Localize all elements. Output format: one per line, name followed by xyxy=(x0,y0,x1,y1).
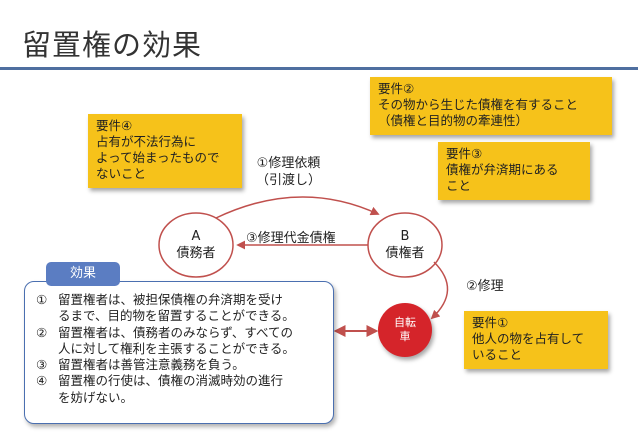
effect-number: ③ xyxy=(36,357,48,373)
requirement-4-note: 要件④ 占有が不法行為に よって始まったもので ないこと xyxy=(88,114,242,188)
bicycle-circle: 自転 車 xyxy=(378,303,432,357)
effect-text: 留置権者は、債務者のみならず、すべての 人に対して権利を主張することができる。 xyxy=(58,325,336,358)
party-a-circle xyxy=(158,212,234,278)
requirement-4-line: ないこと xyxy=(96,166,147,181)
requirement-4-line: 占有が不法行為に xyxy=(96,134,197,149)
party-a-role: 債務者 xyxy=(176,246,216,261)
repair-request-label: ①修理依頼 （引渡し） xyxy=(256,155,321,189)
claim-label: ③修理代金債権 xyxy=(246,231,336,246)
effect-text: 留置権の行使は、債権の消滅時効の進行 を妨げない。 xyxy=(58,373,336,406)
effects-list: ① 留置権者は、被担保債権の弁済期を受け るまで、目的物を留置することができる。… xyxy=(36,292,336,406)
requirement-3-title: 要件③ xyxy=(446,146,483,161)
effect-line: を妨げない。 xyxy=(58,389,134,405)
party-b-role: 債権者 xyxy=(385,246,425,261)
requirement-4-title: 要件④ xyxy=(96,118,133,133)
possession-arrow xyxy=(430,261,449,320)
party-b-letter: B xyxy=(400,229,410,244)
requirement-1-line: 他人の物を占有して xyxy=(472,331,585,346)
repair-request-line1: ①修理依頼 xyxy=(256,156,321,171)
requirement-2-line: （債権と目的物の牽連性） xyxy=(378,113,529,128)
requirement-1-line: いること xyxy=(472,347,523,362)
requirement-1-note: 要件① 他人の物を占有して いること xyxy=(464,311,608,369)
effect-number: ④ xyxy=(36,373,48,389)
possession-label: ②修理 xyxy=(466,279,504,294)
requirement-2-line: その物から生じた債権を有すること xyxy=(378,97,579,112)
title-underline xyxy=(0,67,638,70)
requirement-2-title: 要件② xyxy=(378,81,415,96)
effect-line: 人に対して権利を主張することができる。 xyxy=(58,340,295,356)
bicycle-line1: 自転 xyxy=(394,316,416,329)
effect-item: ② 留置権者は、債務者のみならず、すべての 人に対して権利を主張することができる… xyxy=(36,325,336,358)
party-a-label: A 債務者 xyxy=(160,228,232,262)
effect-item: ③ 留置権者は善管注意義務を負う。 xyxy=(36,357,336,373)
effect-line: 留置権者は、債務者のみならず、すべての xyxy=(58,324,294,340)
effect-line: るまで、目的物を留置することができる。 xyxy=(58,308,295,324)
party-b-label: B 債権者 xyxy=(369,228,441,262)
effects-tab: 効果 xyxy=(46,262,120,286)
effect-text: 留置権者は、被担保債権の弁済期を受け るまで、目的物を留置することができる。 xyxy=(58,292,336,325)
effect-number: ① xyxy=(36,292,48,307)
effect-number: ② xyxy=(36,324,48,340)
effect-text: 留置権者は善管注意義務を負う。 xyxy=(58,357,336,373)
page-title: 留置権の効果 xyxy=(22,28,203,62)
requirement-3-line: こと xyxy=(446,178,472,193)
bicycle-line2: 車 xyxy=(399,330,411,343)
effects-box xyxy=(24,281,334,424)
effect-line: 留置権の行使は、債権の消滅時効の進行 xyxy=(58,373,284,389)
requirement-3-line: 債権が弁済期にある xyxy=(446,162,559,177)
effect-line: 留置権者は、被担保債権の弁済期を受け xyxy=(58,292,284,307)
effect-line: 留置権者は善管注意義務を負う。 xyxy=(58,357,245,373)
requirement-3-note: 要件③ 債権が弁済期にある こと xyxy=(438,142,590,200)
effect-item: ① 留置権者は、被担保債権の弁済期を受け るまで、目的物を留置することができる。 xyxy=(36,292,336,325)
requirement-1-title: 要件① xyxy=(472,315,509,330)
repair-request-line2: （引渡し） xyxy=(256,173,322,188)
effect-item: ④ 留置権の行使は、債権の消滅時効の進行 を妨げない。 xyxy=(36,373,336,406)
requirement-2-note: 要件② その物から生じた債権を有すること （債権と目的物の牽連性） xyxy=(370,77,612,135)
party-a-letter: A xyxy=(191,229,201,244)
requirement-4-line: よって始まったもので xyxy=(96,150,220,165)
repair-request-arrow xyxy=(215,196,380,219)
